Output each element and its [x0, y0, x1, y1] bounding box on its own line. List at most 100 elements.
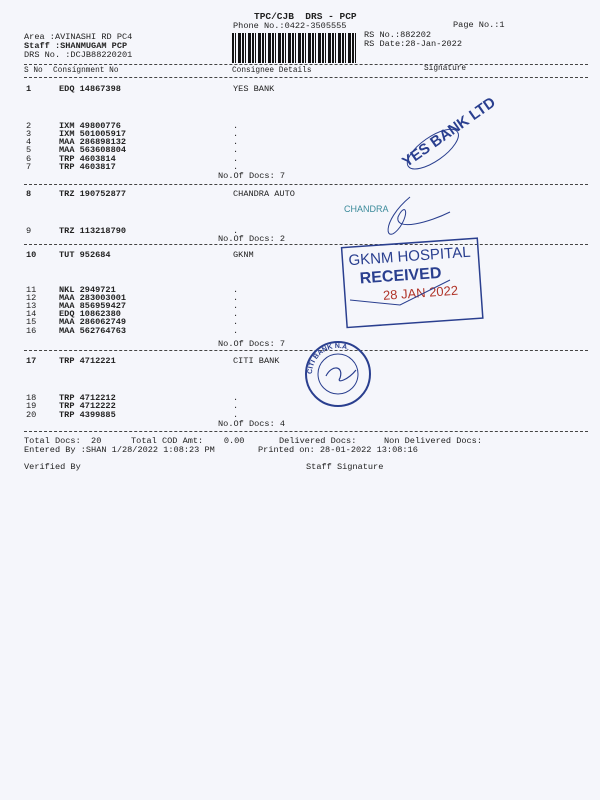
- gknm-stamp-title: GKNM HOSPITAL: [348, 244, 471, 269]
- total-cod: Total COD Amt: 0.00: [131, 436, 245, 446]
- area: Area :AVINASHI RD PC4: [24, 32, 133, 42]
- row-serial-number: 2: [26, 121, 32, 131]
- group-doc-count: No.Of Docs: 2: [218, 234, 286, 244]
- row-serial-number: 4: [26, 137, 32, 147]
- non-delivered-docs: Non Delivered Docs:: [384, 436, 482, 446]
- row-serial-number: 18: [26, 393, 37, 403]
- row-consignment-number: MAA 286898132: [59, 137, 127, 147]
- verified-by: Verified By: [24, 462, 81, 472]
- row-consignee-name: CHANDRA AUTO: [233, 189, 295, 199]
- row-consignee-dot: .: [233, 154, 239, 164]
- row-serial-number: 20: [26, 410, 37, 420]
- group-doc-count: No.Of Docs: 4: [218, 419, 286, 429]
- col-sno: S No: [24, 67, 43, 75]
- row-serial-number: 8: [26, 189, 32, 199]
- row-serial-number: 15: [26, 317, 37, 327]
- row-consignee-dot: .: [233, 285, 239, 295]
- divider: [24, 350, 588, 351]
- divider: [24, 184, 588, 185]
- divider: [24, 64, 588, 65]
- row-consignment-number: MAA 563608804: [59, 145, 127, 155]
- row-serial-number: 19: [26, 401, 37, 411]
- row-consignment-number: EDQ 14867398: [59, 84, 121, 94]
- printed-on: Printed on: 28-01-2022 13:08:16: [258, 445, 418, 455]
- col-signature: Signature: [424, 65, 467, 73]
- row-consignee-dot: .: [233, 226, 239, 236]
- divider: [24, 431, 588, 432]
- staff-signature: Staff Signature: [306, 462, 384, 472]
- row-consignee-dot: .: [233, 145, 239, 155]
- row-consignee-name: YES BANK: [233, 84, 275, 94]
- citi-seal-text: CITI BANK N.A.: [307, 343, 351, 374]
- received-date: 28 JAN 2022: [382, 283, 458, 303]
- row-serial-number: 10: [26, 250, 37, 260]
- yes-bank-stamp: YES BANK LTD: [399, 94, 499, 171]
- row-consignment-number: NKL 2949721: [59, 285, 116, 295]
- received-stamp-text: RECEIVED: [359, 265, 442, 288]
- row-consignment-number: TRP 4712222: [59, 401, 116, 411]
- row-consignee-dot: .: [233, 162, 239, 172]
- staff: Staff :SHANMUGAM PCP: [24, 41, 128, 51]
- rs-date: RS Date:28-Jan-2022: [364, 39, 462, 49]
- chandra-stamp-text: CHANDRA: [344, 204, 389, 214]
- row-consignment-number: MAA 286062749: [59, 317, 127, 327]
- chandra-auto-signature: CHANDRA: [344, 196, 451, 235]
- drs-number: DRS No. :DCJB88220201: [24, 50, 133, 60]
- row-consignment-number: MAA 283003001: [59, 293, 127, 303]
- row-consignee-dot: .: [233, 121, 239, 131]
- row-consignment-number: IXM 49800776: [59, 121, 121, 131]
- row-consignee-name: CITI BANK: [233, 356, 280, 366]
- citi-bank-seal: CITI BANK N.A.: [305, 341, 371, 407]
- entered-by: Entered By :SHAN 1/28/2022 1:08:23 PM: [24, 445, 215, 455]
- row-serial-number: 13: [26, 301, 37, 311]
- row-consignment-number: TRP 4603817: [59, 162, 116, 172]
- gknm-received-stamp: GKNM HOSPITAL RECEIVED 28 JAN 2022: [340, 237, 484, 329]
- svg-text:CITI BANK N.A.: CITI BANK N.A.: [307, 343, 351, 374]
- row-serial-number: 5: [26, 145, 32, 155]
- row-serial-number: 11: [26, 285, 37, 295]
- row-consignment-number: TRZ 190752877: [59, 189, 127, 199]
- row-consignee-dot: .: [233, 317, 239, 327]
- yes-bank-stamp-text: YES BANK LTD: [399, 94, 499, 171]
- row-serial-number: 12: [26, 293, 37, 303]
- row-serial-number: 6: [26, 154, 32, 164]
- row-serial-number: 14: [26, 309, 37, 319]
- row-consignee-dot: .: [233, 293, 239, 303]
- row-consignment-number: EDQ 10862380: [59, 309, 121, 319]
- total-docs: Total Docs: 20: [24, 436, 102, 446]
- divider: [24, 77, 588, 78]
- row-consignment-number: TRP 4603814: [59, 154, 116, 164]
- row-consignment-number: TRP 4399885: [59, 410, 116, 420]
- col-consignment: Consignment No: [53, 67, 119, 75]
- page-number: Page No.:1: [453, 20, 505, 30]
- row-serial-number: 17: [26, 356, 37, 366]
- barcode: [232, 33, 356, 63]
- phone-number: Phone No.:0422-3505555: [233, 21, 347, 31]
- row-consignee-dot: .: [233, 326, 239, 336]
- delivered-docs: Delivered Docs:: [279, 436, 357, 446]
- row-consignment-number: TUT 952684: [59, 250, 111, 260]
- document-title: TPC/CJB DRS - PCP: [254, 11, 357, 22]
- row-consignment-number: IXM 501005917: [59, 129, 127, 139]
- row-consignee-dot: .: [233, 401, 239, 411]
- row-consignee-dot: .: [233, 301, 239, 311]
- group-doc-count: No.Of Docs: 7: [218, 339, 286, 349]
- row-consignment-number: MAA 562764763: [59, 326, 127, 336]
- row-consignment-number: TRP 4712212: [59, 393, 116, 403]
- divider: [24, 244, 588, 245]
- row-consignee-dot: .: [233, 393, 239, 403]
- col-consignee: Consignee Details: [232, 67, 312, 75]
- row-serial-number: 7: [26, 162, 32, 172]
- group-doc-count: No.Of Docs: 7: [218, 171, 286, 181]
- row-serial-number: 16: [26, 326, 37, 336]
- row-serial-number: 3: [26, 129, 32, 139]
- row-consignee-dot: .: [233, 410, 239, 420]
- row-consignee-name: GKNM: [233, 250, 254, 260]
- row-consignment-number: MAA 856959427: [59, 301, 127, 311]
- row-serial-number: 1: [26, 84, 32, 94]
- row-consignee-dot: .: [233, 129, 239, 139]
- row-consignment-number: TRZ 113218790: [59, 226, 127, 236]
- row-consignment-number: TRP 4712221: [59, 356, 116, 366]
- rs-number: RS No.:882202: [364, 30, 432, 40]
- row-consignee-dot: .: [233, 137, 239, 147]
